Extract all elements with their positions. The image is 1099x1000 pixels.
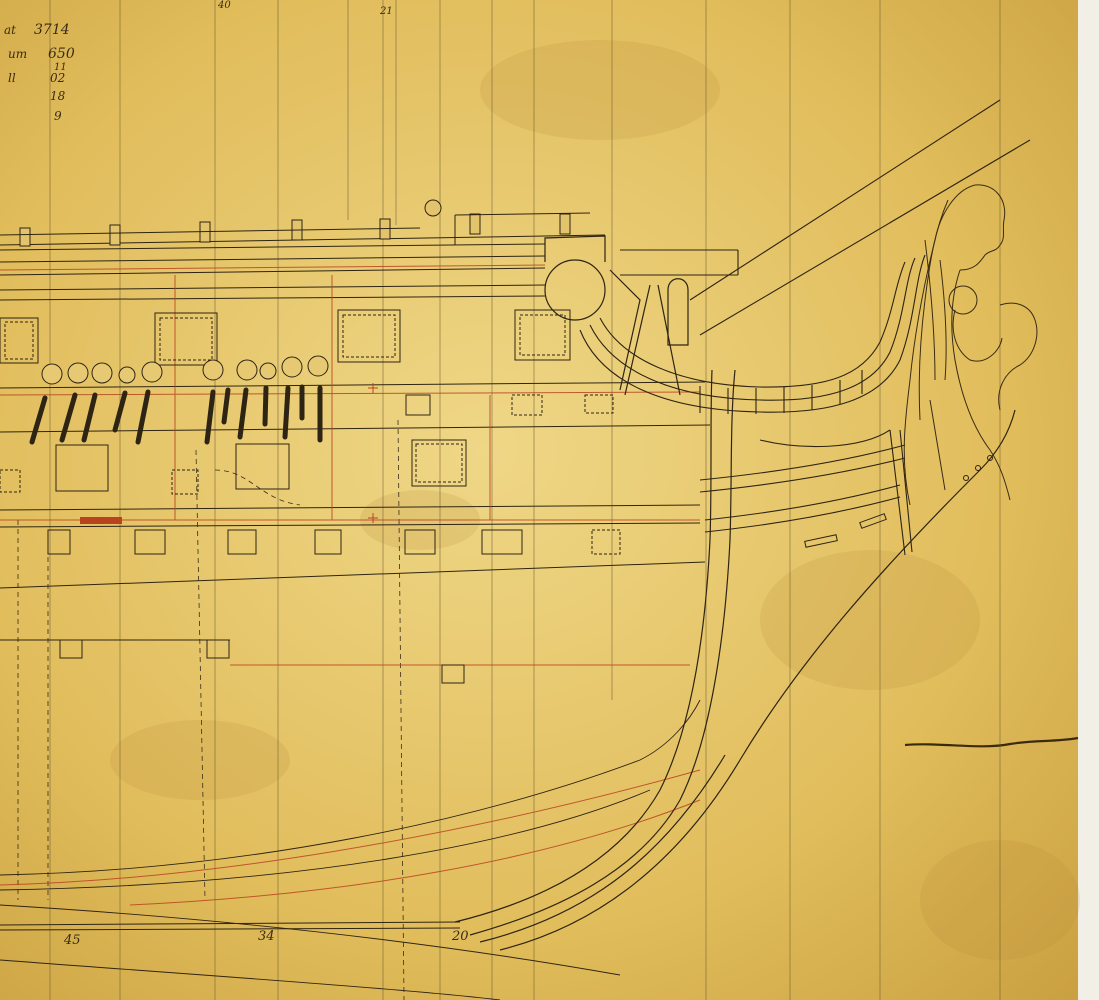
paper-crack <box>904 736 1079 748</box>
right-margin-strip <box>1078 0 1099 1000</box>
note-value-5: 18 <box>50 89 66 103</box>
note-value-3: 11 <box>54 62 67 73</box>
note-value-2: 650 <box>48 46 75 62</box>
gun-ports <box>0 309 571 366</box>
cross-marks <box>368 383 378 523</box>
deck-rail <box>0 199 591 247</box>
note-label-2: um <box>8 47 27 61</box>
figurehead-carving <box>903 184 1038 506</box>
hull-lines <box>0 234 711 931</box>
shot-balls <box>41 355 329 385</box>
station-lines <box>49 0 1001 1000</box>
note-label-4: ll <box>8 71 16 85</box>
top-mark-2: 21 <box>379 6 393 17</box>
cathead <box>544 235 689 396</box>
hawse-marks <box>804 455 993 548</box>
note-value-4: 02 <box>50 71 65 85</box>
waterlines <box>0 699 701 1000</box>
top-mark-1: 40 <box>217 0 231 11</box>
dashed-lines <box>17 419 405 1000</box>
margin-notes: at 3714 um 650 11 ll 02 18 9 <box>4 22 75 123</box>
stem-profile <box>454 369 1016 951</box>
note-value-6: 9 <box>54 109 62 123</box>
bowsprit <box>620 99 1031 336</box>
station-number-45: 45 <box>63 933 81 948</box>
station-number-20: 20 <box>451 929 469 944</box>
frame-blocks <box>0 394 621 684</box>
red-marker-bar <box>80 517 122 524</box>
gun-barrels <box>29 384 323 445</box>
station-number-34: 34 <box>258 929 275 944</box>
head-rails <box>579 254 926 556</box>
note-label-1: at <box>4 23 16 37</box>
note-value-1: 3714 <box>34 22 70 38</box>
